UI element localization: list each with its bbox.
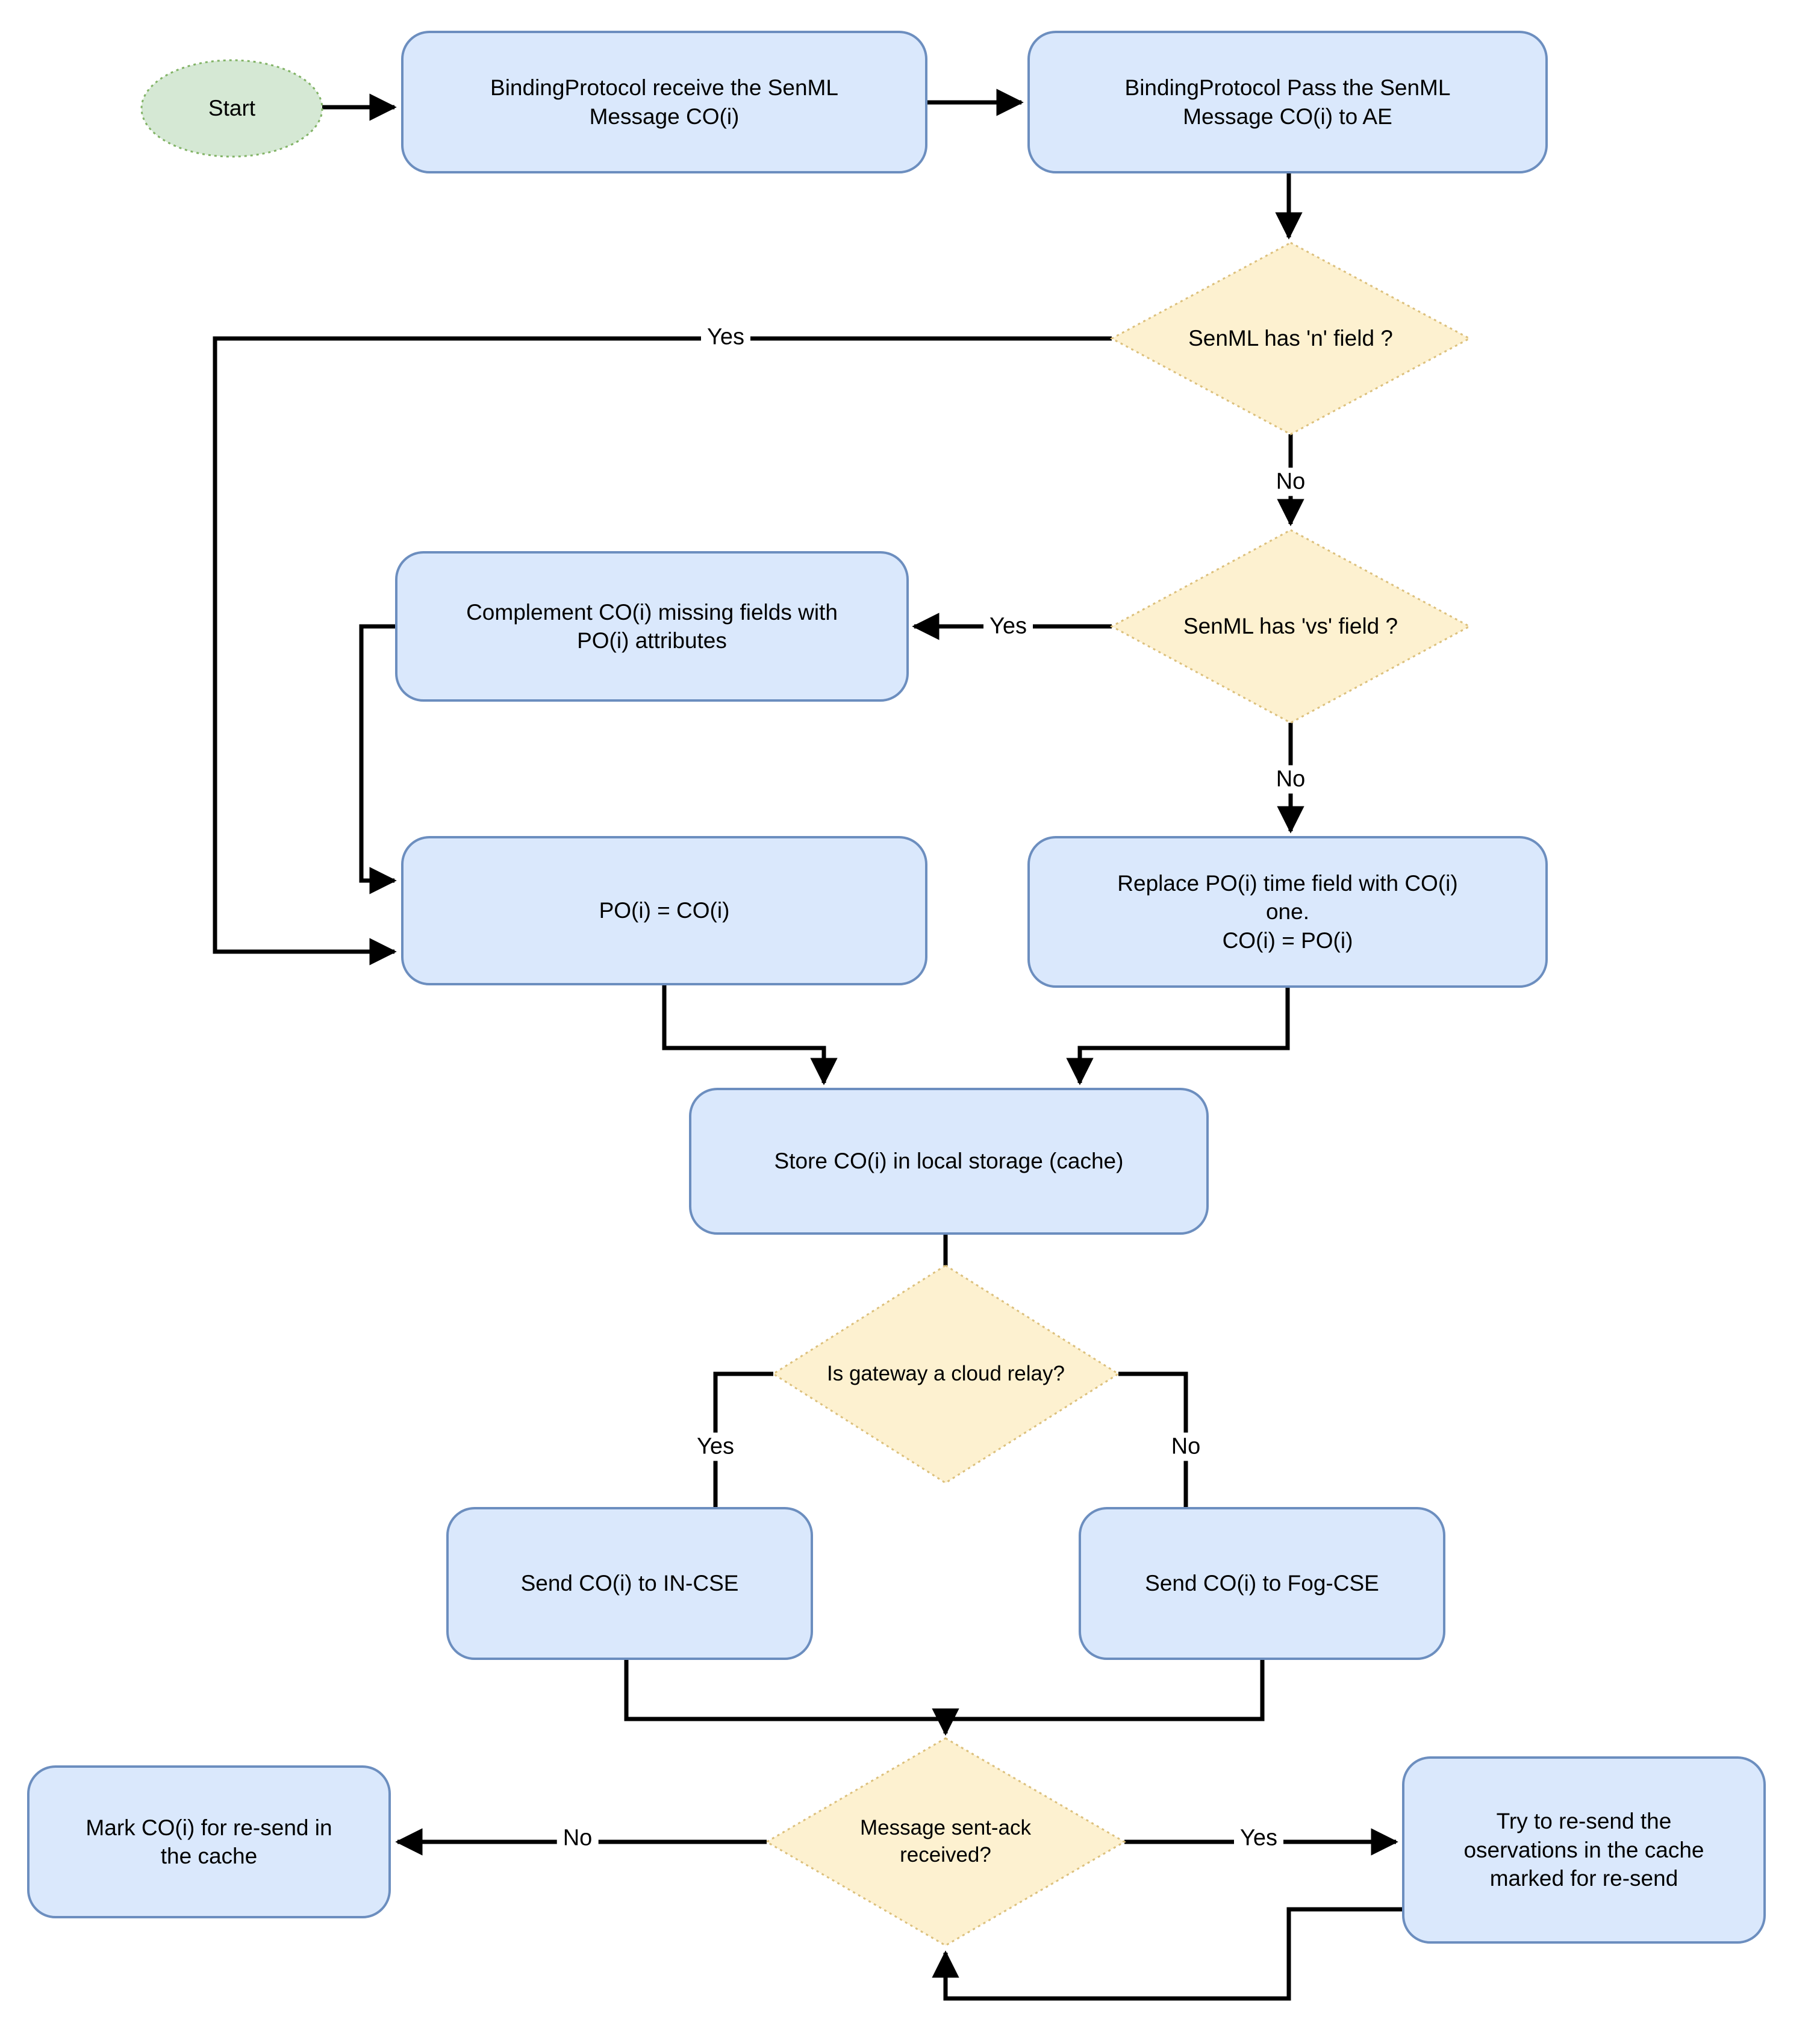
edge-po-to-store xyxy=(662,984,838,1085)
edge-replace-to-store xyxy=(1066,987,1290,1085)
mark-resend-process-shape xyxy=(27,1765,391,1918)
start-label: Start xyxy=(208,96,256,121)
has-vs-yes-edge-label: Yes xyxy=(983,612,1033,641)
try-resend-process-shape xyxy=(1402,1756,1766,1944)
replace-time-label: Replace PO(i) time field with CO(i) one.… xyxy=(1117,870,1458,953)
try-resend-label: Try to re-send the oservations in the ca… xyxy=(1463,1809,1704,1891)
edge-try-loopback xyxy=(932,1907,1403,2001)
complement-label: Complement CO(i) missing fields with PO(… xyxy=(466,599,838,653)
ack-received-decision-shape xyxy=(765,1737,1126,1947)
has-vs-decision-shape xyxy=(1109,529,1472,724)
store-cache-label: Store CO(i) in local storage (cache) xyxy=(774,1149,1124,1174)
edge-fog-to-merge xyxy=(946,1659,1265,1721)
send-fogcse-label: Send CO(i) to Fog-CSE xyxy=(1145,1571,1379,1596)
pass-label: BindingProtocol Pass the SenML Message C… xyxy=(1124,75,1451,129)
start-terminator-shape xyxy=(140,59,323,158)
store-cache-process-shape xyxy=(689,1088,1209,1235)
has-n-decision-shape xyxy=(1109,242,1472,435)
send-incse-process-shape xyxy=(446,1507,813,1660)
edge-complement-to-po xyxy=(359,624,397,894)
has-n-label: SenML has 'n' field ? xyxy=(1188,326,1393,351)
replace-time-process-shape xyxy=(1027,836,1548,988)
cloud-relay-label: Is gateway a cloud relay? xyxy=(827,1362,1065,1386)
ack-yes-edge-label: Yes xyxy=(1234,1824,1283,1853)
ack-no-edge-label: No xyxy=(556,1824,599,1853)
edge-relay-no xyxy=(1118,1371,1188,1508)
receive-process-shape xyxy=(401,31,927,173)
mark-resend-label: Mark CO(i) for re-send in the cache xyxy=(86,1815,332,1868)
send-incse-label: Send CO(i) to IN-CSE xyxy=(520,1571,739,1596)
po-equals-co-label: PO(i) = CO(i) xyxy=(599,898,730,923)
send-fogcse-process-shape xyxy=(1079,1507,1445,1660)
edge-has-n-yes-loop xyxy=(213,336,1112,966)
cloud-relay-yes-edge-label: Yes xyxy=(691,1432,740,1461)
edge-merge-to-ack xyxy=(624,1659,959,1736)
has-vs-no-edge-label: No xyxy=(1270,765,1312,794)
has-n-yes-edge-label: Yes xyxy=(701,323,750,352)
ack-received-label: Message sent-ack received? xyxy=(859,1816,1032,1867)
po-equals-co-process-shape xyxy=(401,836,927,985)
receive-label: BindingProtocol receive the SenML Messag… xyxy=(490,75,838,129)
pass-process-shape xyxy=(1027,31,1548,173)
has-n-no-edge-label: No xyxy=(1270,467,1312,496)
edge-relay-yes xyxy=(713,1371,773,1508)
cloud-relay-decision-shape xyxy=(771,1264,1120,1484)
complement-process-shape xyxy=(395,551,909,702)
cloud-relay-no-edge-label: No xyxy=(1165,1432,1207,1461)
has-vs-label: SenML has 'vs' field ? xyxy=(1183,614,1398,639)
